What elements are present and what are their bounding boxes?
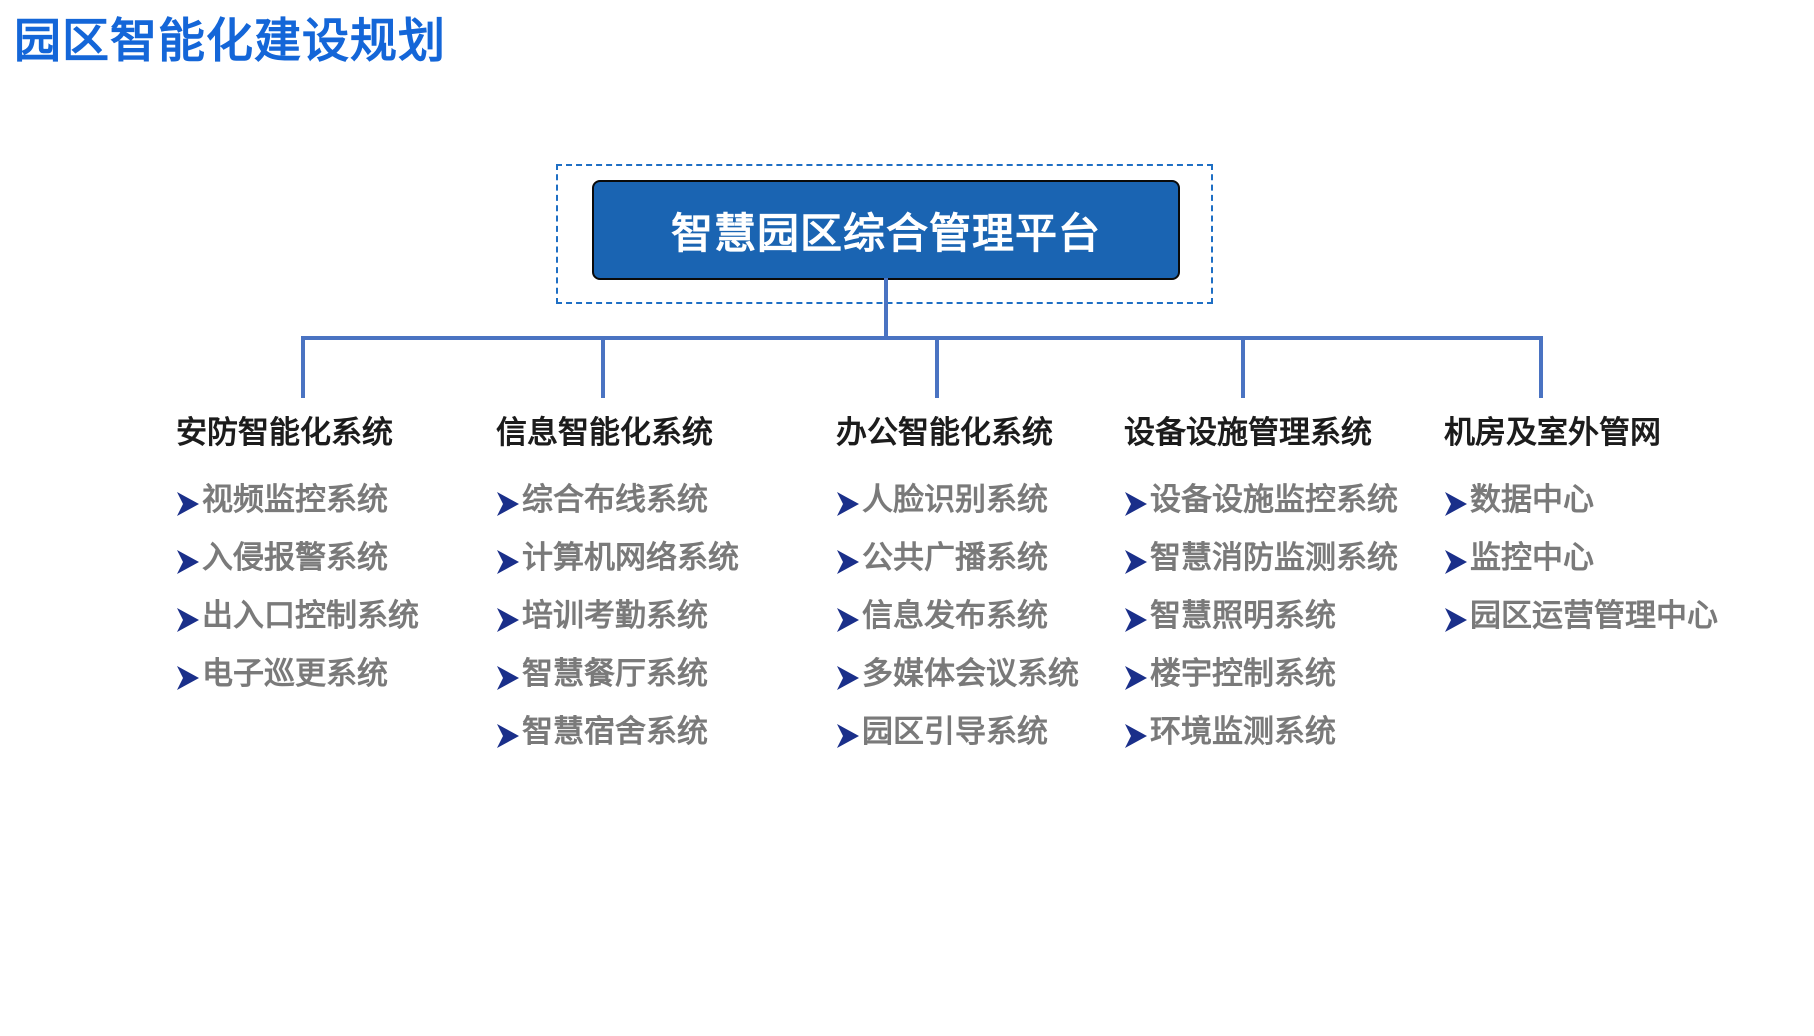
list-item: 环境监测系统 [1124, 703, 1398, 761]
item-label: 公共广播系统 [862, 540, 1048, 576]
branch-office: 办公智能化系统 人脸识别系统 公共广播系统 信息发布系统 多媒体会议系统 园区引… [836, 413, 1079, 761]
list-item: 监控中心 [1444, 529, 1718, 587]
right-arrow-icon [1124, 603, 1148, 632]
branch-title: 设备设施管理系统 [1124, 415, 1372, 451]
item-label: 计算机网络系统 [522, 540, 739, 576]
list-item: 智慧餐厅系统 [496, 645, 739, 703]
branch-security: 安防智能化系统 视频监控系统 入侵报警系统 出入口控制系统 电子巡更系统 [176, 413, 419, 703]
page-title: 园区智能化建设规划 [14, 14, 446, 69]
list-item: 智慧消防监测系统 [1124, 529, 1398, 587]
list-item: 多媒体会议系统 [836, 645, 1079, 703]
item-label: 培训考勤系统 [522, 598, 708, 634]
item-label: 园区运营管理中心 [1470, 598, 1718, 634]
right-arrow-icon [1124, 719, 1148, 748]
item-label: 设备设施监控系统 [1150, 482, 1398, 518]
right-arrow-icon [496, 661, 520, 690]
item-label: 智慧宿舍系统 [522, 714, 708, 750]
right-arrow-icon [1124, 545, 1148, 574]
list-item: 公共广播系统 [836, 529, 1079, 587]
right-arrow-icon [176, 603, 200, 632]
right-arrow-icon [176, 545, 200, 574]
right-arrow-icon [836, 603, 860, 632]
right-arrow-icon [836, 487, 860, 516]
item-label: 视频监控系统 [202, 482, 388, 518]
item-label: 电子巡更系统 [202, 656, 388, 692]
list-item: 数据中心 [1444, 471, 1718, 529]
list-item: 视频监控系统 [176, 471, 419, 529]
list-item: 计算机网络系统 [496, 529, 739, 587]
item-label: 智慧消防监测系统 [1150, 540, 1398, 576]
branch-title: 机房及室外管网 [1444, 415, 1661, 451]
right-arrow-icon [496, 603, 520, 632]
list-item: 智慧照明系统 [1124, 587, 1398, 645]
list-item: 信息发布系统 [836, 587, 1079, 645]
item-label: 监控中心 [1470, 540, 1594, 576]
right-arrow-icon [176, 661, 200, 690]
item-label: 智慧餐厅系统 [522, 656, 708, 692]
item-label: 综合布线系统 [522, 482, 708, 518]
list-item: 综合布线系统 [496, 471, 739, 529]
item-label: 数据中心 [1470, 482, 1594, 518]
list-item: 出入口控制系统 [176, 587, 419, 645]
list-item: 园区运营管理中心 [1444, 587, 1718, 645]
item-label: 环境监测系统 [1150, 714, 1336, 750]
right-arrow-icon [1444, 487, 1468, 516]
branch-facilities: 设备设施管理系统 设备设施监控系统 智慧消防监测系统 智慧照明系统 楼宇控制系统… [1124, 413, 1398, 761]
item-label: 园区引导系统 [862, 714, 1048, 750]
item-label: 入侵报警系统 [202, 540, 388, 576]
right-arrow-icon [176, 487, 200, 516]
right-arrow-icon [496, 545, 520, 574]
item-label: 楼宇控制系统 [1150, 656, 1336, 692]
list-item: 智慧宿舍系统 [496, 703, 739, 761]
right-arrow-icon [836, 719, 860, 748]
right-arrow-icon [836, 545, 860, 574]
list-item: 入侵报警系统 [176, 529, 419, 587]
list-item: 培训考勤系统 [496, 587, 739, 645]
list-item: 设备设施监控系统 [1124, 471, 1398, 529]
right-arrow-icon [496, 487, 520, 516]
item-label: 多媒体会议系统 [862, 656, 1079, 692]
right-arrow-icon [1124, 487, 1148, 516]
branch-information: 信息智能化系统 综合布线系统 计算机网络系统 培训考勤系统 智慧餐厅系统 智慧宿… [496, 413, 739, 761]
branch-title: 办公智能化系统 [836, 415, 1053, 451]
right-arrow-icon [1124, 661, 1148, 690]
branch-datacenter: 机房及室外管网 数据中心 监控中心 园区运营管理中心 [1444, 413, 1718, 645]
right-arrow-icon [496, 719, 520, 748]
right-arrow-icon [1444, 545, 1468, 574]
right-arrow-icon [1444, 603, 1468, 632]
item-label: 信息发布系统 [862, 598, 1048, 634]
list-item: 园区引导系统 [836, 703, 1079, 761]
item-label: 智慧照明系统 [1150, 598, 1336, 634]
right-arrow-icon [836, 661, 860, 690]
list-item: 电子巡更系统 [176, 645, 419, 703]
list-item: 楼宇控制系统 [1124, 645, 1398, 703]
list-item: 人脸识别系统 [836, 471, 1079, 529]
root-node: 智慧园区综合管理平台 [592, 180, 1180, 280]
item-label: 人脸识别系统 [862, 482, 1048, 518]
item-label: 出入口控制系统 [202, 598, 419, 634]
branch-title: 信息智能化系统 [496, 415, 713, 451]
branch-title: 安防智能化系统 [176, 415, 393, 451]
